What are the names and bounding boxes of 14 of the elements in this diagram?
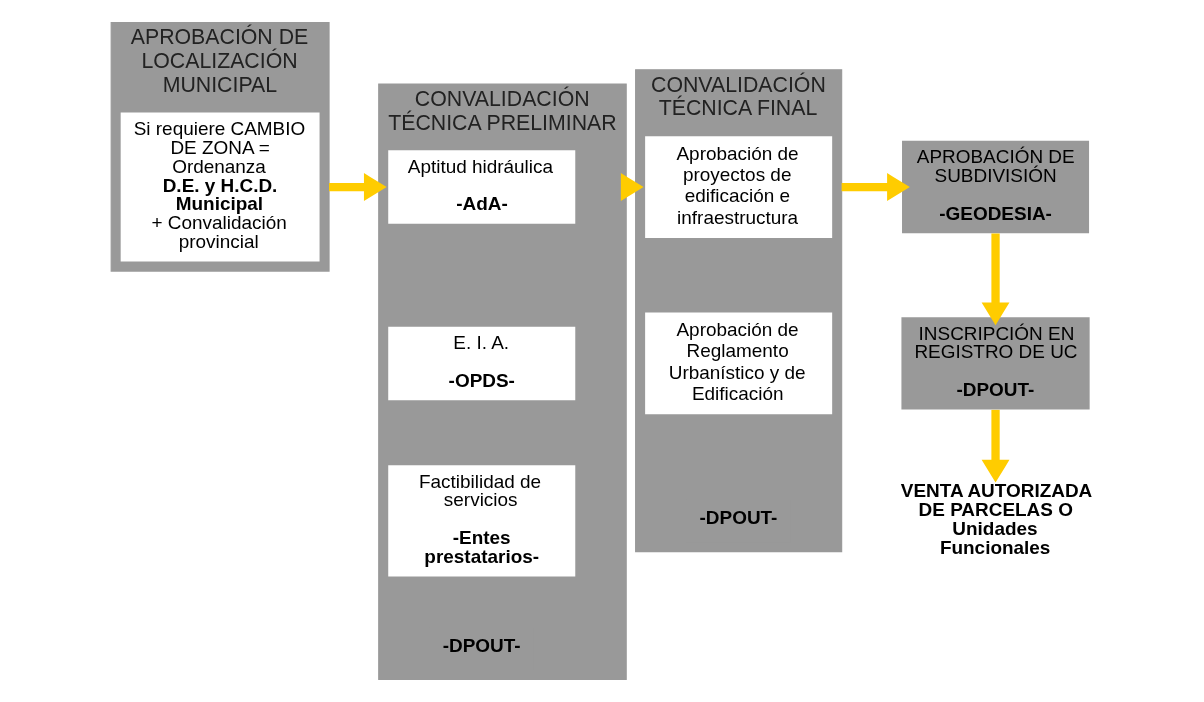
node-box: APROBACIÓN DE SUBDIVISIÓN -GEODESIA- [901, 140, 1089, 234]
arrow [620, 173, 644, 201]
node-box: INSCRIPCIÓN EN REGISTRO DE UC -DPOUT- [900, 317, 1090, 410]
node-box: Aptitud hidráulica -AdA- [387, 150, 575, 224]
node-box: Aprobación de Reglamento Urbanístico y de Edificación [644, 312, 832, 415]
node-box: Si requiere CAMBIO DE ZONA = Ordenanza D.E. y H.C.D. Municipal + Convalidación provincial [120, 112, 320, 262]
arrow [841, 173, 910, 201]
node-box: Factibilidad de servicios -Entes prestatarios- [387, 465, 575, 577]
arrow [328, 173, 387, 201]
arrow [981, 409, 1009, 483]
node-box: E. I. A. -OPDS- [387, 326, 575, 401]
arrow [981, 233, 1009, 326]
node-box: Aprobación de proyectos de edificación e infraestructura [644, 136, 832, 238]
node-text: VENTA AUTORIZADA DE PARCELAS O Unidades Funcionales [900, 479, 1092, 558]
